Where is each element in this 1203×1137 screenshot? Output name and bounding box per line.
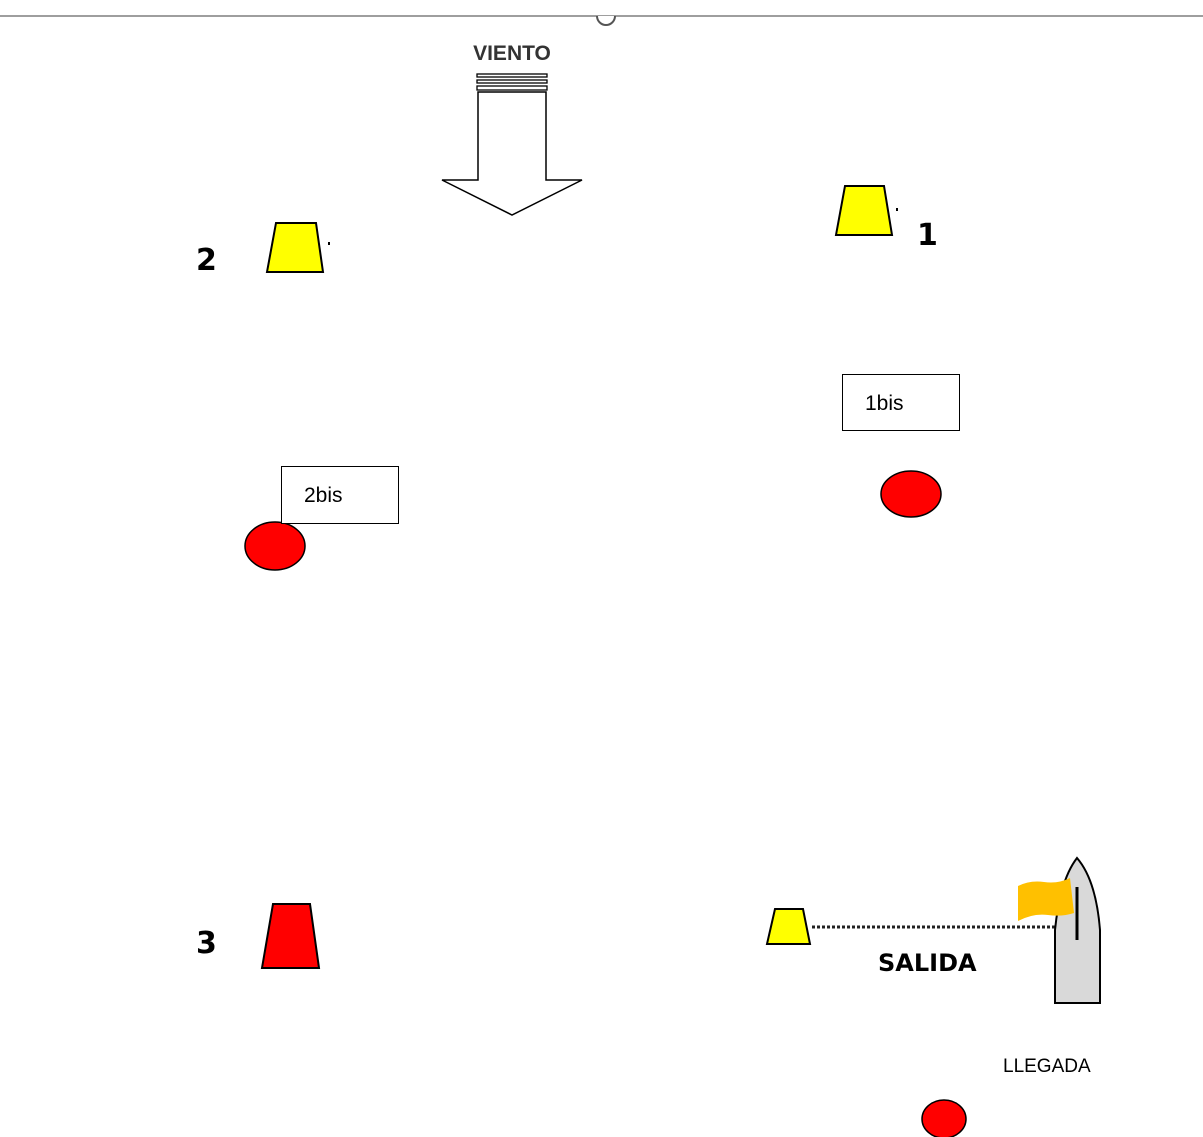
mark-2: 2 [196, 222, 330, 278]
mark-1: 1 [834, 185, 938, 253]
flag-icon [1018, 878, 1074, 921]
red-buoy-icon [260, 903, 321, 969]
mark-3: 3 [196, 903, 321, 969]
yellow-buoy-icon [834, 185, 894, 236]
finish-label: LLEGADA [1003, 1056, 1091, 1077]
start-line: SALIDA [765, 856, 1101, 1004]
yellow-buoy-icon [265, 222, 325, 273]
wind-label: VIENTO [473, 42, 551, 65]
mark-1bis-buoy-icon [880, 470, 942, 518]
mark-1bis-label: 1bis [865, 392, 904, 415]
finish-buoy-icon [921, 1099, 967, 1137]
mark-2bis-label-box: 2bis [281, 466, 399, 524]
start-label: SALIDA [878, 949, 977, 977]
wind-arrow: VIENTO [441, 42, 583, 216]
rule-handle [596, 15, 616, 26]
mark-1-number: 1 [917, 218, 938, 253]
mark-2bis-label: 2bis [304, 484, 343, 507]
mark-1bis-label-box: 1bis [842, 374, 960, 431]
mark-2-number: 2 [196, 243, 217, 278]
mark-2bis-buoy-icon [244, 521, 306, 571]
mark-3-number: 3 [196, 926, 217, 961]
finish: LLEGADA [921, 1056, 1091, 1137]
start-buoy-icon [765, 908, 812, 945]
